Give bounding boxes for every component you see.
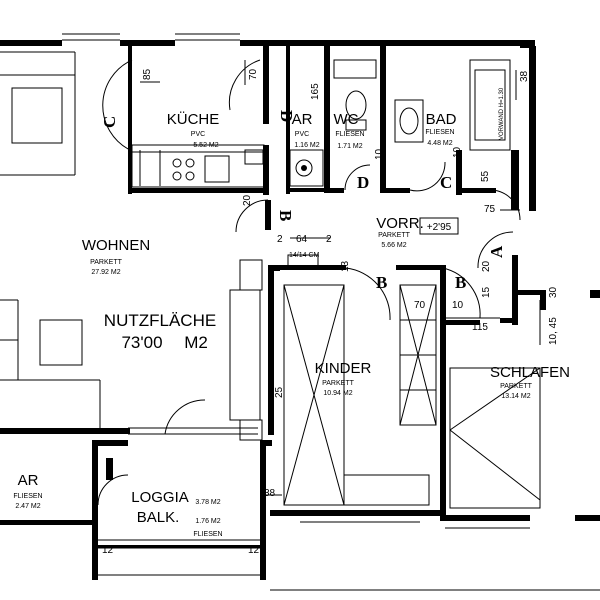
dim-85: 85 — [142, 68, 153, 80]
kueche-area: 5.52 M2 — [193, 142, 218, 149]
vent-box — [287, 254, 319, 268]
section-mark-d-wc: D — [357, 173, 369, 192]
wc-name: WC — [334, 111, 359, 128]
section-mark-b-schlafen: B — [455, 273, 466, 292]
nutzflaeche-unit: M2 — [184, 333, 208, 352]
dim-12b: 12 — [248, 545, 260, 556]
wc-area: 1.71 M2 — [337, 143, 362, 150]
loggia-area-2: 1.76 M2 — [195, 518, 220, 525]
schlafen-area: 13.14 M2 — [501, 393, 530, 400]
dim-75: 75 — [484, 204, 496, 215]
loggia-floor: FLIESEN — [193, 531, 222, 538]
wc-floor: FLIESEN — [335, 131, 364, 138]
dim-10-45: 10, 45 — [548, 317, 559, 345]
dim-15: 15 — [481, 286, 492, 298]
dim-2a: 2 — [277, 234, 283, 245]
vorwand-label: VORWAND H=1.30 — [499, 87, 505, 140]
dim-165: 165 — [310, 83, 321, 100]
kueche-floor: PVC — [191, 131, 205, 138]
section-mark-a: A — [487, 245, 506, 258]
schlafen-name: SCHLAFEN — [490, 364, 570, 381]
dim-14-14: 14/14 CM — [289, 252, 320, 259]
dim-12a: 12 — [102, 545, 114, 556]
dim-2b: 2 — [326, 234, 332, 245]
section-marks: C D B D C A B B — [100, 110, 506, 292]
bad-area: 4.48 M2 — [427, 140, 452, 147]
dim-38a: 38 — [519, 70, 530, 82]
wohnen-name: WOHNEN — [82, 237, 150, 254]
nutzflaeche-label: NUTZFLÄCHE — [104, 311, 216, 330]
walls — [0, 40, 600, 580]
ar-bottom-name: AR — [18, 472, 39, 489]
dim-10a: 10 — [374, 148, 385, 160]
wohnen-floor: PARKETT — [90, 259, 122, 266]
dim-70b: 70 — [414, 300, 426, 311]
level-mark: +2'95 — [427, 222, 452, 233]
dim-64: 64 — [296, 234, 308, 245]
section-mark-b-kinder: B — [376, 273, 387, 292]
dim-55: 55 — [480, 170, 491, 182]
dim-13: 13 — [340, 260, 351, 272]
nutzflaeche-value: 73'00 — [121, 333, 162, 352]
dim-10c: 10 — [452, 300, 464, 311]
bad-floor: FLIESEN — [425, 129, 454, 136]
loggia-name: LOGGIA — [131, 489, 189, 506]
kinder-area: 10.94 M2 — [323, 390, 352, 397]
ar-top-name: AR — [292, 111, 313, 128]
ar-top-floor: PVC — [295, 131, 309, 138]
dim-70a: 70 — [248, 68, 259, 80]
kinder-floor: PARKETT — [322, 380, 354, 387]
section-mark-d-kitchen: D — [277, 110, 296, 122]
nutzflaeche: NUTZFLÄCHE 73'00 M2 — [104, 311, 216, 352]
vorr-name: VORR. — [376, 215, 424, 232]
ar-bottom-area: 2.47 M2 — [15, 503, 40, 510]
vorr-floor: PARKETT — [378, 232, 410, 239]
loggia-name-2: BALK. — [137, 509, 180, 526]
dim-30: 30 — [548, 286, 559, 298]
dim-20a: 20 — [242, 194, 253, 206]
section-mark-c-bad: C — [440, 173, 452, 192]
section-mark-b-wohnen: B — [276, 210, 295, 221]
kueche-name: KÜCHE — [167, 110, 220, 128]
schlafen-floor: PARKETT — [500, 383, 532, 390]
level-box — [419, 217, 459, 235]
vorr-area: 5.66 M2 — [381, 242, 406, 249]
dim-25: 25 — [274, 386, 285, 398]
kinder-name: KINDER — [315, 360, 372, 377]
section-mark-c-left: C — [100, 116, 119, 128]
dim-115: 115 — [472, 322, 488, 333]
thin-lines — [0, 33, 600, 591]
dimensions: 85 70 165 38 10 10 55 75 20 2 64 2 14/14… — [102, 68, 559, 556]
door-e-marker — [106, 458, 113, 480]
loggia-area-1: 3.78 M2 — [195, 499, 220, 506]
ar-top-area: 1.16 M2 — [294, 142, 319, 149]
bad-name: BAD — [426, 111, 457, 128]
dim-10b: 10 — [452, 146, 463, 158]
room-labels: KÜCHE PVC 5.52 M2 AR PVC 1.16 M2 WC FLIE… — [13, 110, 570, 538]
wohnen-area: 27.92 M2 — [91, 269, 120, 276]
dim-20b: 20 — [481, 260, 492, 272]
ar-bottom-floor: FLIESEN — [13, 493, 42, 500]
dim-38b: 38 — [264, 488, 276, 499]
